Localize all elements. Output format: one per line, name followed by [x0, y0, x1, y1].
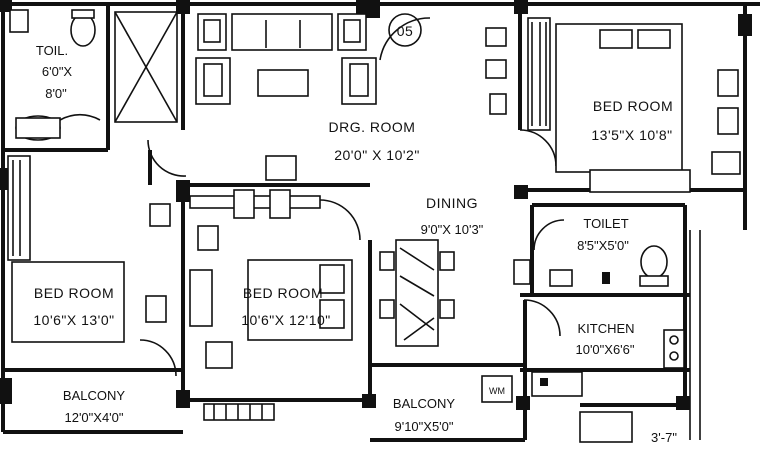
room-size-bed-3: 10'6"X 12'10" [241, 312, 331, 328]
room-name-toilet-1: TOIL. [36, 43, 68, 58]
bed-room-1-furniture [527, 17, 741, 193]
room-name-balcony-2: BALCONY [393, 396, 455, 411]
room-name-balcony-1: BALCONY [63, 388, 125, 403]
edge-dimension: 3'-7" [651, 430, 677, 445]
toilet-2-fixtures [533, 219, 669, 287]
room-size-kitchen: 10'0"X6'6" [575, 342, 634, 357]
dining-table [379, 239, 455, 347]
room-labels: TOIL. 6'0"X 8'0" DRG. ROOM 20'0" X 10'2"… [33, 43, 677, 445]
room-size-balcony-2: 9'10"X5'0" [394, 419, 453, 434]
unit-number: 05 [397, 23, 414, 39]
room-name-drawing: DRG. ROOM [329, 119, 416, 135]
room-size-toilet-1-a: 6'0"X [42, 64, 73, 79]
unit-number-badge: 05 [388, 13, 422, 47]
room-name-dining: DINING [426, 195, 478, 211]
duct-shaft [114, 11, 178, 123]
room-name-toilet-2: TOILET [583, 216, 628, 231]
drawing-room-furniture [147, 13, 557, 177]
room-name-bed-3: BED ROOM [243, 285, 323, 301]
room-name-kitchen: KITCHEN [577, 321, 634, 336]
wm-label: WM [489, 386, 505, 396]
walls [1, 2, 760, 442]
kitchen-fixtures [513, 259, 685, 443]
room-size-bed-1: 13'5"X 10'8" [591, 127, 672, 143]
toilet-1-fixtures [9, 9, 101, 141]
washing-machine: WM [481, 375, 513, 403]
room-name-bed-1: BED ROOM [593, 98, 673, 114]
bed-room-2-furniture [7, 155, 177, 377]
room-size-bed-2: 10'6"X 13'0" [33, 312, 114, 328]
room-size-toilet-1-b: 8'0" [45, 86, 67, 101]
bed-room-3-furniture [189, 155, 361, 421]
room-size-balcony-1: 12'0"X4'0" [64, 410, 123, 425]
room-size-toilet-2: 8'5"X5'0" [577, 238, 629, 253]
room-name-bed-2: BED ROOM [34, 285, 114, 301]
room-size-drawing: 20'0" X 10'2" [334, 147, 420, 163]
room-size-dining: 9'0"X 10'3" [421, 222, 484, 237]
